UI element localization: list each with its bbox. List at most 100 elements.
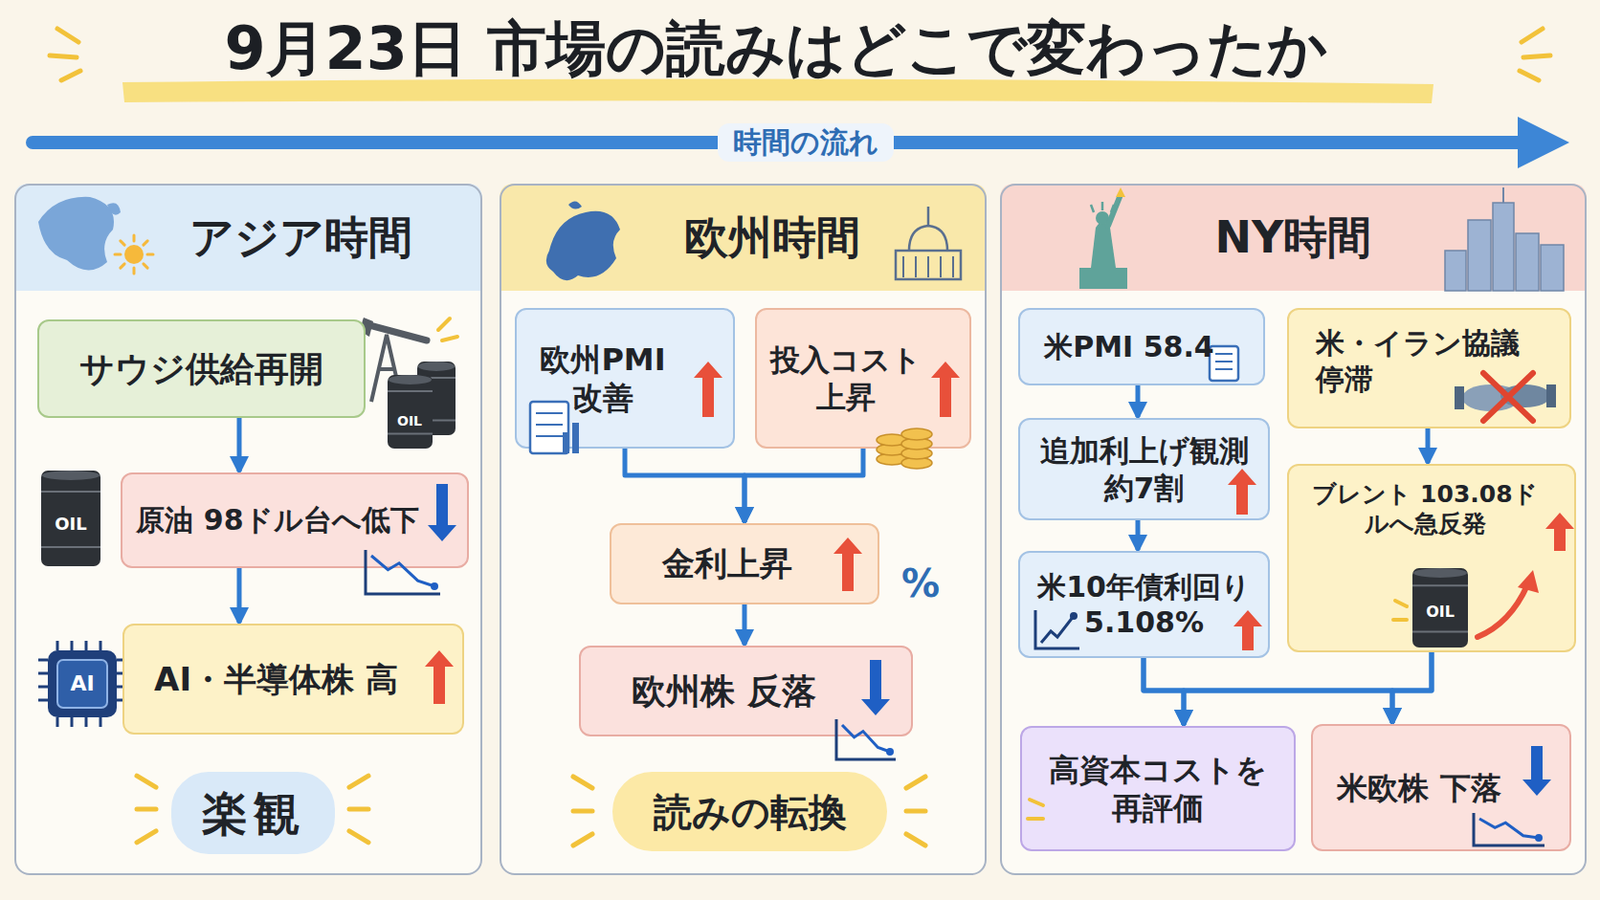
document-line — [535, 423, 563, 426]
panel-header: NY時間 — [1001, 185, 1585, 291]
sparkle-line — [1395, 600, 1407, 607]
burst-line — [906, 809, 926, 815]
box-text: 投入コスト 上昇 — [770, 341, 922, 417]
sparkle-line — [1393, 618, 1407, 623]
up-arrow-icon — [1227, 468, 1257, 515]
box-text: AI・半導体株 高 — [154, 659, 399, 701]
barrel-top — [418, 361, 455, 372]
burst-line — [349, 831, 369, 844]
document-line — [535, 412, 563, 415]
chart-axis — [1035, 610, 1080, 649]
summary-pill: 読みの転換 — [612, 772, 888, 852]
flow-arrow — [1425, 428, 1431, 464]
box-text: 読みの転換 — [653, 788, 847, 837]
statue-crown — [1090, 201, 1114, 213]
down-arrow-icon — [427, 484, 457, 542]
box-text: 欧州PMI 改善 — [531, 340, 675, 418]
coin-icon — [901, 438, 933, 450]
chart-tip — [430, 582, 439, 591]
statue-body — [1090, 222, 1116, 268]
chip-pin — [38, 686, 48, 689]
up-arrow-icon — [1233, 610, 1263, 651]
process-box: 金利上昇 — [609, 523, 880, 605]
icon-group — [833, 537, 863, 592]
burst-line — [136, 807, 156, 813]
oil-barrel — [387, 375, 433, 449]
up-arrow-icon — [1545, 512, 1575, 552]
box-text: 米欧株 下落 — [1336, 769, 1501, 808]
building-column — [927, 256, 930, 278]
panel-fill — [14, 183, 483, 876]
barrel-band — [417, 420, 456, 423]
barrel-band — [417, 377, 456, 379]
box-text: 原油 98ドル台へ低下 — [135, 502, 419, 539]
cross-mark — [1483, 373, 1534, 422]
up-arrow-icon — [931, 361, 960, 418]
box-text: 楽観 — [201, 784, 306, 843]
document-line — [535, 435, 563, 438]
document-line — [1215, 353, 1233, 356]
barrel-band — [41, 546, 101, 549]
panel-heading: アジア時間 — [189, 210, 413, 267]
coin-icon — [876, 453, 908, 466]
building-column — [939, 256, 942, 278]
chart-line — [371, 555, 435, 587]
rebound-arrow — [1477, 585, 1528, 638]
process-box: サウジ供給再開 — [37, 319, 366, 419]
box-text: サウジ供給再開 — [79, 347, 324, 391]
time-arrow-shaft — [32, 135, 1524, 150]
chart-tip — [1069, 612, 1078, 621]
box-text: 高資本コストを 再評価 — [1038, 751, 1278, 828]
burst-line — [573, 809, 593, 815]
process-box: ブレント 103.08ドルへ急反発 — [1287, 464, 1577, 653]
process-box: 欧州株 反落 — [578, 645, 913, 737]
sparkle-line — [1027, 817, 1044, 822]
flow-arrow — [1135, 520, 1141, 551]
flow-arrow — [742, 604, 748, 645]
chip-core — [57, 660, 108, 709]
chip-pin — [70, 717, 74, 728]
process-box: 米10年債利回り 5.108% — [1018, 551, 1270, 659]
panel-header-fill — [1000, 183, 1587, 291]
panel-heading: 欧州時間 — [684, 210, 861, 267]
time-panel: 欧州時間欧州PMI 改善 投入コスト 上昇金利上昇欧州株 反落読みの転換 — [499, 183, 987, 876]
sun-ray — [143, 241, 148, 245]
sparkle-line — [61, 70, 81, 81]
panel-header-fill — [499, 183, 987, 291]
burst-line — [136, 776, 156, 788]
statue-torch — [1115, 187, 1126, 198]
process-box: 追加利上げ観測 約7割 — [1018, 418, 1270, 521]
summary-pill: 楽観 — [171, 772, 335, 855]
timeline-label: 時間の流れ — [717, 123, 894, 162]
barrel-band — [387, 390, 433, 393]
panel-fill — [499, 183, 987, 876]
sparkle-line — [442, 336, 458, 341]
pump-jack-beam — [369, 325, 427, 341]
building-dome — [909, 206, 948, 251]
statue-base — [1079, 267, 1128, 289]
statue-head — [1095, 211, 1110, 225]
barrel-band — [1412, 584, 1468, 587]
sparkle-line — [57, 28, 79, 43]
city-building — [1492, 202, 1514, 291]
pump-jack-frame — [371, 334, 402, 402]
asia-map — [38, 197, 114, 271]
icon-group — [1027, 800, 1044, 820]
handshake-cuff — [1454, 386, 1465, 410]
process-box: 米・イラン協議 停滞 — [1287, 308, 1572, 429]
box-text: 米10年債利回り 5.108% — [1033, 569, 1255, 642]
panel-header-fill — [14, 183, 483, 291]
chip-pin — [56, 641, 60, 651]
chip-pin — [85, 641, 89, 651]
sun-ray — [147, 253, 154, 257]
coin-icon — [901, 428, 933, 441]
icon-group — [38, 197, 458, 844]
handshake-hand — [1500, 384, 1551, 408]
coin-icon — [876, 434, 908, 446]
up-arrow-icon — [424, 650, 454, 705]
box-text: 金利上昇 — [662, 543, 793, 585]
document-line — [1215, 360, 1233, 363]
building-spire — [1502, 187, 1505, 203]
